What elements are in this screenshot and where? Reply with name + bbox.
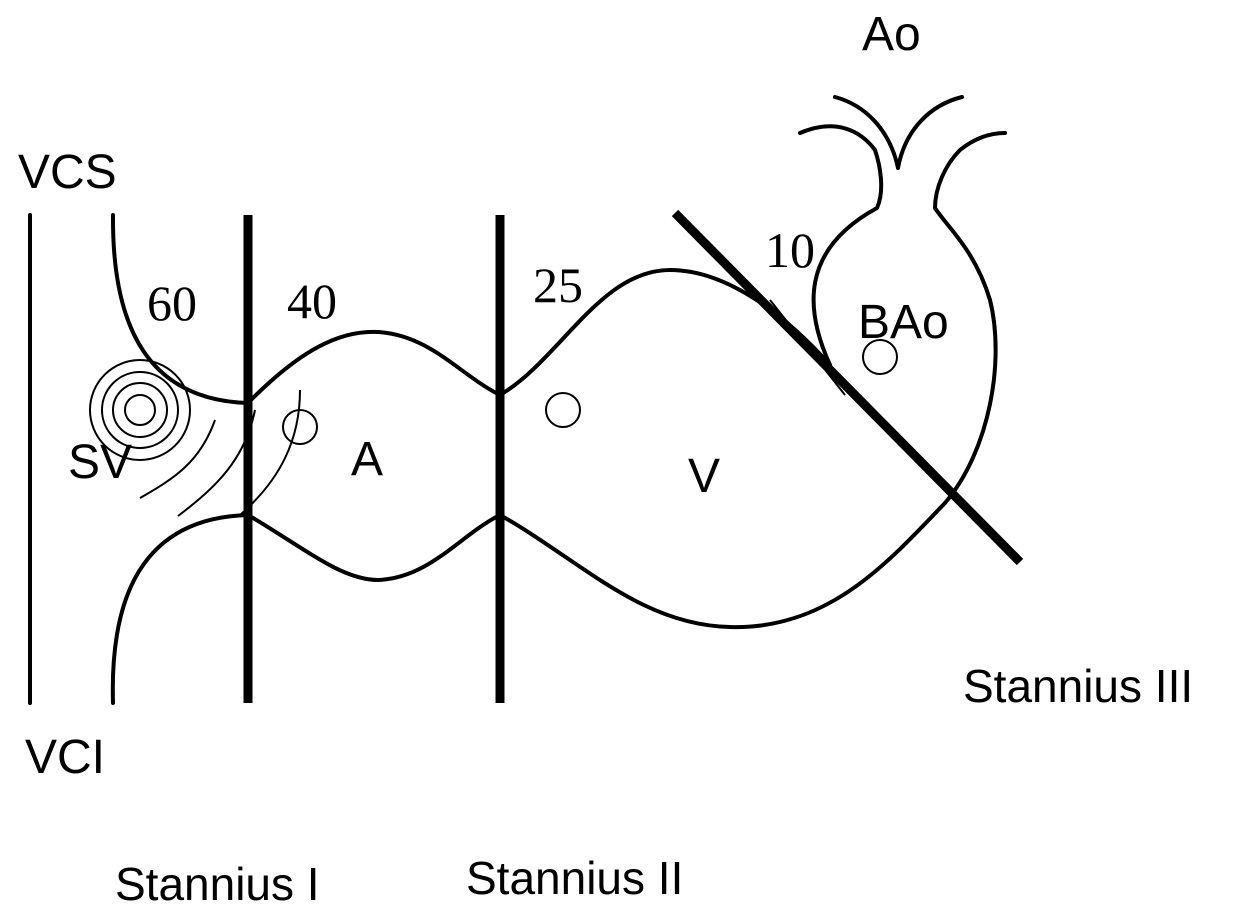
bao-rate-label: 10	[765, 222, 815, 278]
stannius-i-label: Stannius I	[115, 858, 320, 909]
stannius-ii-label: Stannius II	[466, 852, 683, 904]
ventricle-lower-outline	[498, 501, 947, 630]
conduction-wave-lines	[139, 389, 301, 517]
stannius-iii-ligature	[671, 209, 1024, 566]
bulbus-arteriosus-right-outline	[933, 131, 1007, 505]
atrium-pacemaker-icon	[282, 409, 318, 445]
ao-label: Ao	[862, 8, 921, 61]
vcs-vessel-outline	[110, 213, 250, 405]
bulbus-pacemaker-icon	[862, 339, 898, 375]
atrium-lower-outline	[246, 513, 502, 582]
stannius-iii-label: Stannius III	[963, 660, 1193, 712]
sv-rate-label: 60	[147, 275, 197, 331]
vci-vessel-outline	[110, 513, 250, 705]
ventricle-rate-label: 25	[533, 257, 583, 313]
atrium-rate-label: 40	[287, 273, 337, 329]
atrium-label: A	[351, 433, 383, 486]
vci-label: VCI	[25, 731, 105, 784]
ventricle-pacemaker-icon	[545, 392, 581, 428]
aorta-branch-outline	[833, 95, 964, 170]
ventricle-label: V	[688, 450, 720, 503]
vcs-label: VCS	[18, 146, 117, 199]
bulbus-arteriosus-outline	[798, 124, 884, 367]
stannius-iii-thin-line	[769, 299, 846, 396]
atrium-upper-outline	[246, 329, 502, 405]
bao-label: BAo	[858, 296, 949, 349]
sv-label: SV	[68, 436, 132, 489]
sinus-venosus-pacemaker-icon	[89, 359, 191, 461]
